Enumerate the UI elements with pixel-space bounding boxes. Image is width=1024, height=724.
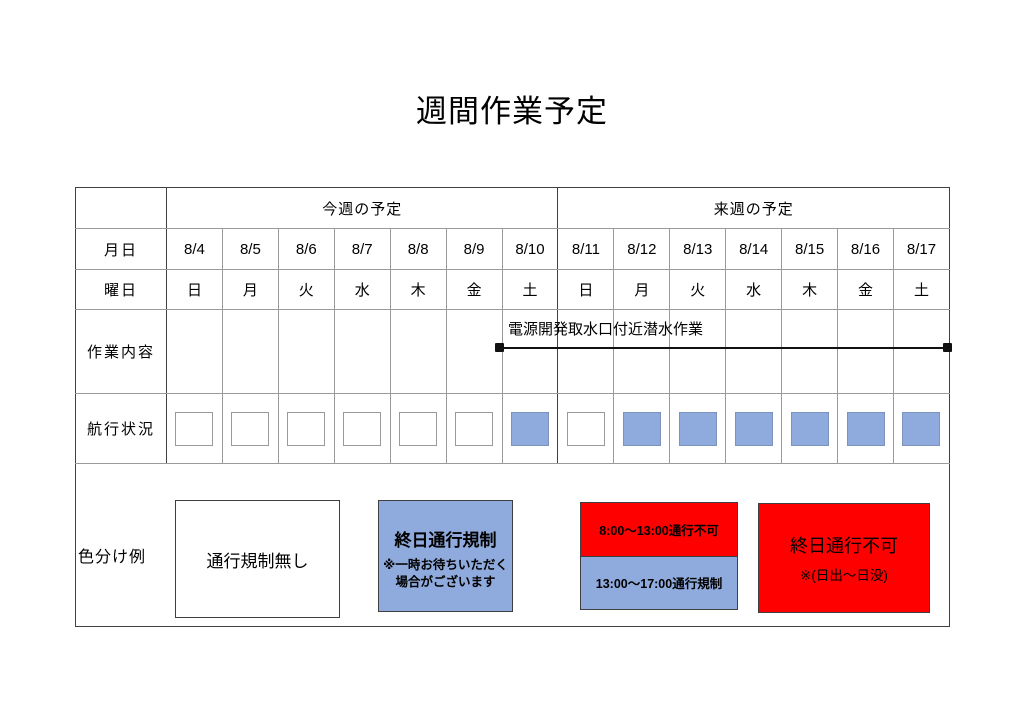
nav-cell-13 [892, 393, 951, 464]
table-row-weekdays: 曜日 日 月 火 水 木 金 土 日 月 火 水 木 金 土 [75, 269, 951, 310]
row-label-weekday: 曜日 [75, 269, 167, 310]
nav-status-chip [790, 411, 829, 446]
nav-status-chip [343, 411, 382, 446]
weekday-cell-9: 火 [669, 269, 727, 310]
nav-cell-6 [501, 393, 559, 464]
date-cell-13: 8/17 [892, 228, 951, 270]
nav-cell-2 [277, 393, 335, 464]
nav-status-chip [566, 411, 605, 446]
legend-row-label: 色分け例 [78, 549, 147, 566]
date-cell-1: 8/5 [221, 228, 279, 270]
date-cell-11: 8/15 [781, 228, 839, 270]
nav-status-chip [175, 411, 214, 446]
legend-title-no-restriction: 通行規制無し [206, 551, 309, 571]
nav-cell-5 [445, 393, 503, 464]
legend-note-allday-restricted-line2: 場合がございます [395, 574, 496, 589]
legend-title-allday-closed: 終日通行不可 [790, 536, 898, 556]
weekday-cell-3: 水 [333, 269, 391, 310]
date-cell-8: 8/12 [613, 228, 671, 270]
weekday-cell-4: 木 [389, 269, 447, 310]
legend-item-allday-closed: 終日通行不可 ※(日出〜日没) [758, 503, 930, 613]
nav-cell-7 [557, 393, 615, 464]
nav-status-chip [734, 411, 773, 446]
page-title: 週間作業予定 [416, 94, 608, 129]
legend-split-top-text: 8:00〜13:00通行不可 [581, 503, 737, 557]
weekday-cell-5: 金 [445, 269, 503, 310]
work-cell-4 [389, 309, 447, 394]
nav-status-chip [455, 411, 494, 446]
nav-cell-10 [725, 393, 783, 464]
legend-item-no-restriction: 通行規制無し [175, 500, 340, 618]
work-cell-3 [333, 309, 391, 394]
nav-cell-1 [221, 393, 279, 464]
nav-cell-8 [613, 393, 671, 464]
nav-status-chip [231, 411, 270, 446]
date-cell-5: 8/9 [445, 228, 503, 270]
weekday-cell-7: 日 [557, 269, 615, 310]
legend-item-allday-restricted: 終日通行規制 ※一時お待ちいただく 場合がございます [378, 500, 513, 612]
nav-status-chip [622, 411, 661, 446]
weekday-cell-0: 日 [166, 269, 223, 310]
weekday-cell-6: 土 [501, 269, 559, 310]
table-row-dates: 月日 8/4 8/5 8/6 8/7 8/8 8/9 8/10 8/11 8/1… [75, 228, 951, 270]
corner-cell [75, 187, 167, 229]
weekday-cell-13: 土 [892, 269, 951, 310]
row-label-date: 月日 [75, 228, 167, 270]
nav-cell-12 [837, 393, 894, 464]
date-cell-2: 8/6 [277, 228, 335, 270]
table-row-work-content: 作業内容 [75, 309, 951, 394]
weekday-cell-11: 木 [781, 269, 839, 310]
nav-cell-9 [669, 393, 727, 464]
work-cell-10 [725, 309, 783, 394]
date-cell-12: 8/16 [837, 228, 894, 270]
legend-note-allday-closed: ※(日出〜日没) [800, 568, 888, 583]
weekday-cell-12: 金 [837, 269, 894, 310]
nav-status-chip [399, 411, 438, 446]
work-cell-6 [501, 309, 559, 394]
nav-status-chip [510, 411, 549, 446]
date-cell-7: 8/11 [557, 228, 615, 270]
work-cell-5 [445, 309, 503, 394]
row-label-work-content: 作業内容 [75, 309, 167, 394]
legend-split-bottom-text: 13:00〜17:00通行規制 [581, 556, 737, 609]
legend-note-allday-restricted-line1: ※一時お待ちいただく [383, 557, 508, 572]
work-cell-7 [557, 309, 615, 394]
nav-status-chip [678, 411, 717, 446]
legend-item-split-times: 8:00〜13:00通行不可 13:00〜17:00通行規制 [580, 502, 738, 610]
date-cell-10: 8/14 [725, 228, 783, 270]
weekday-cell-1: 月 [221, 269, 279, 310]
nav-status-chip [846, 411, 885, 446]
weekday-cell-10: 水 [725, 269, 783, 310]
week-header-this-week: 今週の予定 [165, 187, 559, 229]
table-row-week-headers: 今週の予定 来週の予定 [75, 187, 950, 229]
work-cell-13 [892, 309, 951, 394]
weekday-cell-2: 火 [277, 269, 335, 310]
nav-cell-4 [389, 393, 447, 464]
work-cell-9 [669, 309, 727, 394]
date-cell-9: 8/13 [669, 228, 727, 270]
nav-status-chip [287, 411, 326, 446]
week-header-next-week: 来週の予定 [557, 187, 950, 229]
nav-cell-3 [333, 393, 391, 464]
nav-status-chip [902, 411, 941, 446]
work-cell-0 [166, 309, 223, 394]
nav-cell-11 [781, 393, 839, 464]
legend-title-allday-restricted: 終日通行規制 [394, 530, 497, 550]
